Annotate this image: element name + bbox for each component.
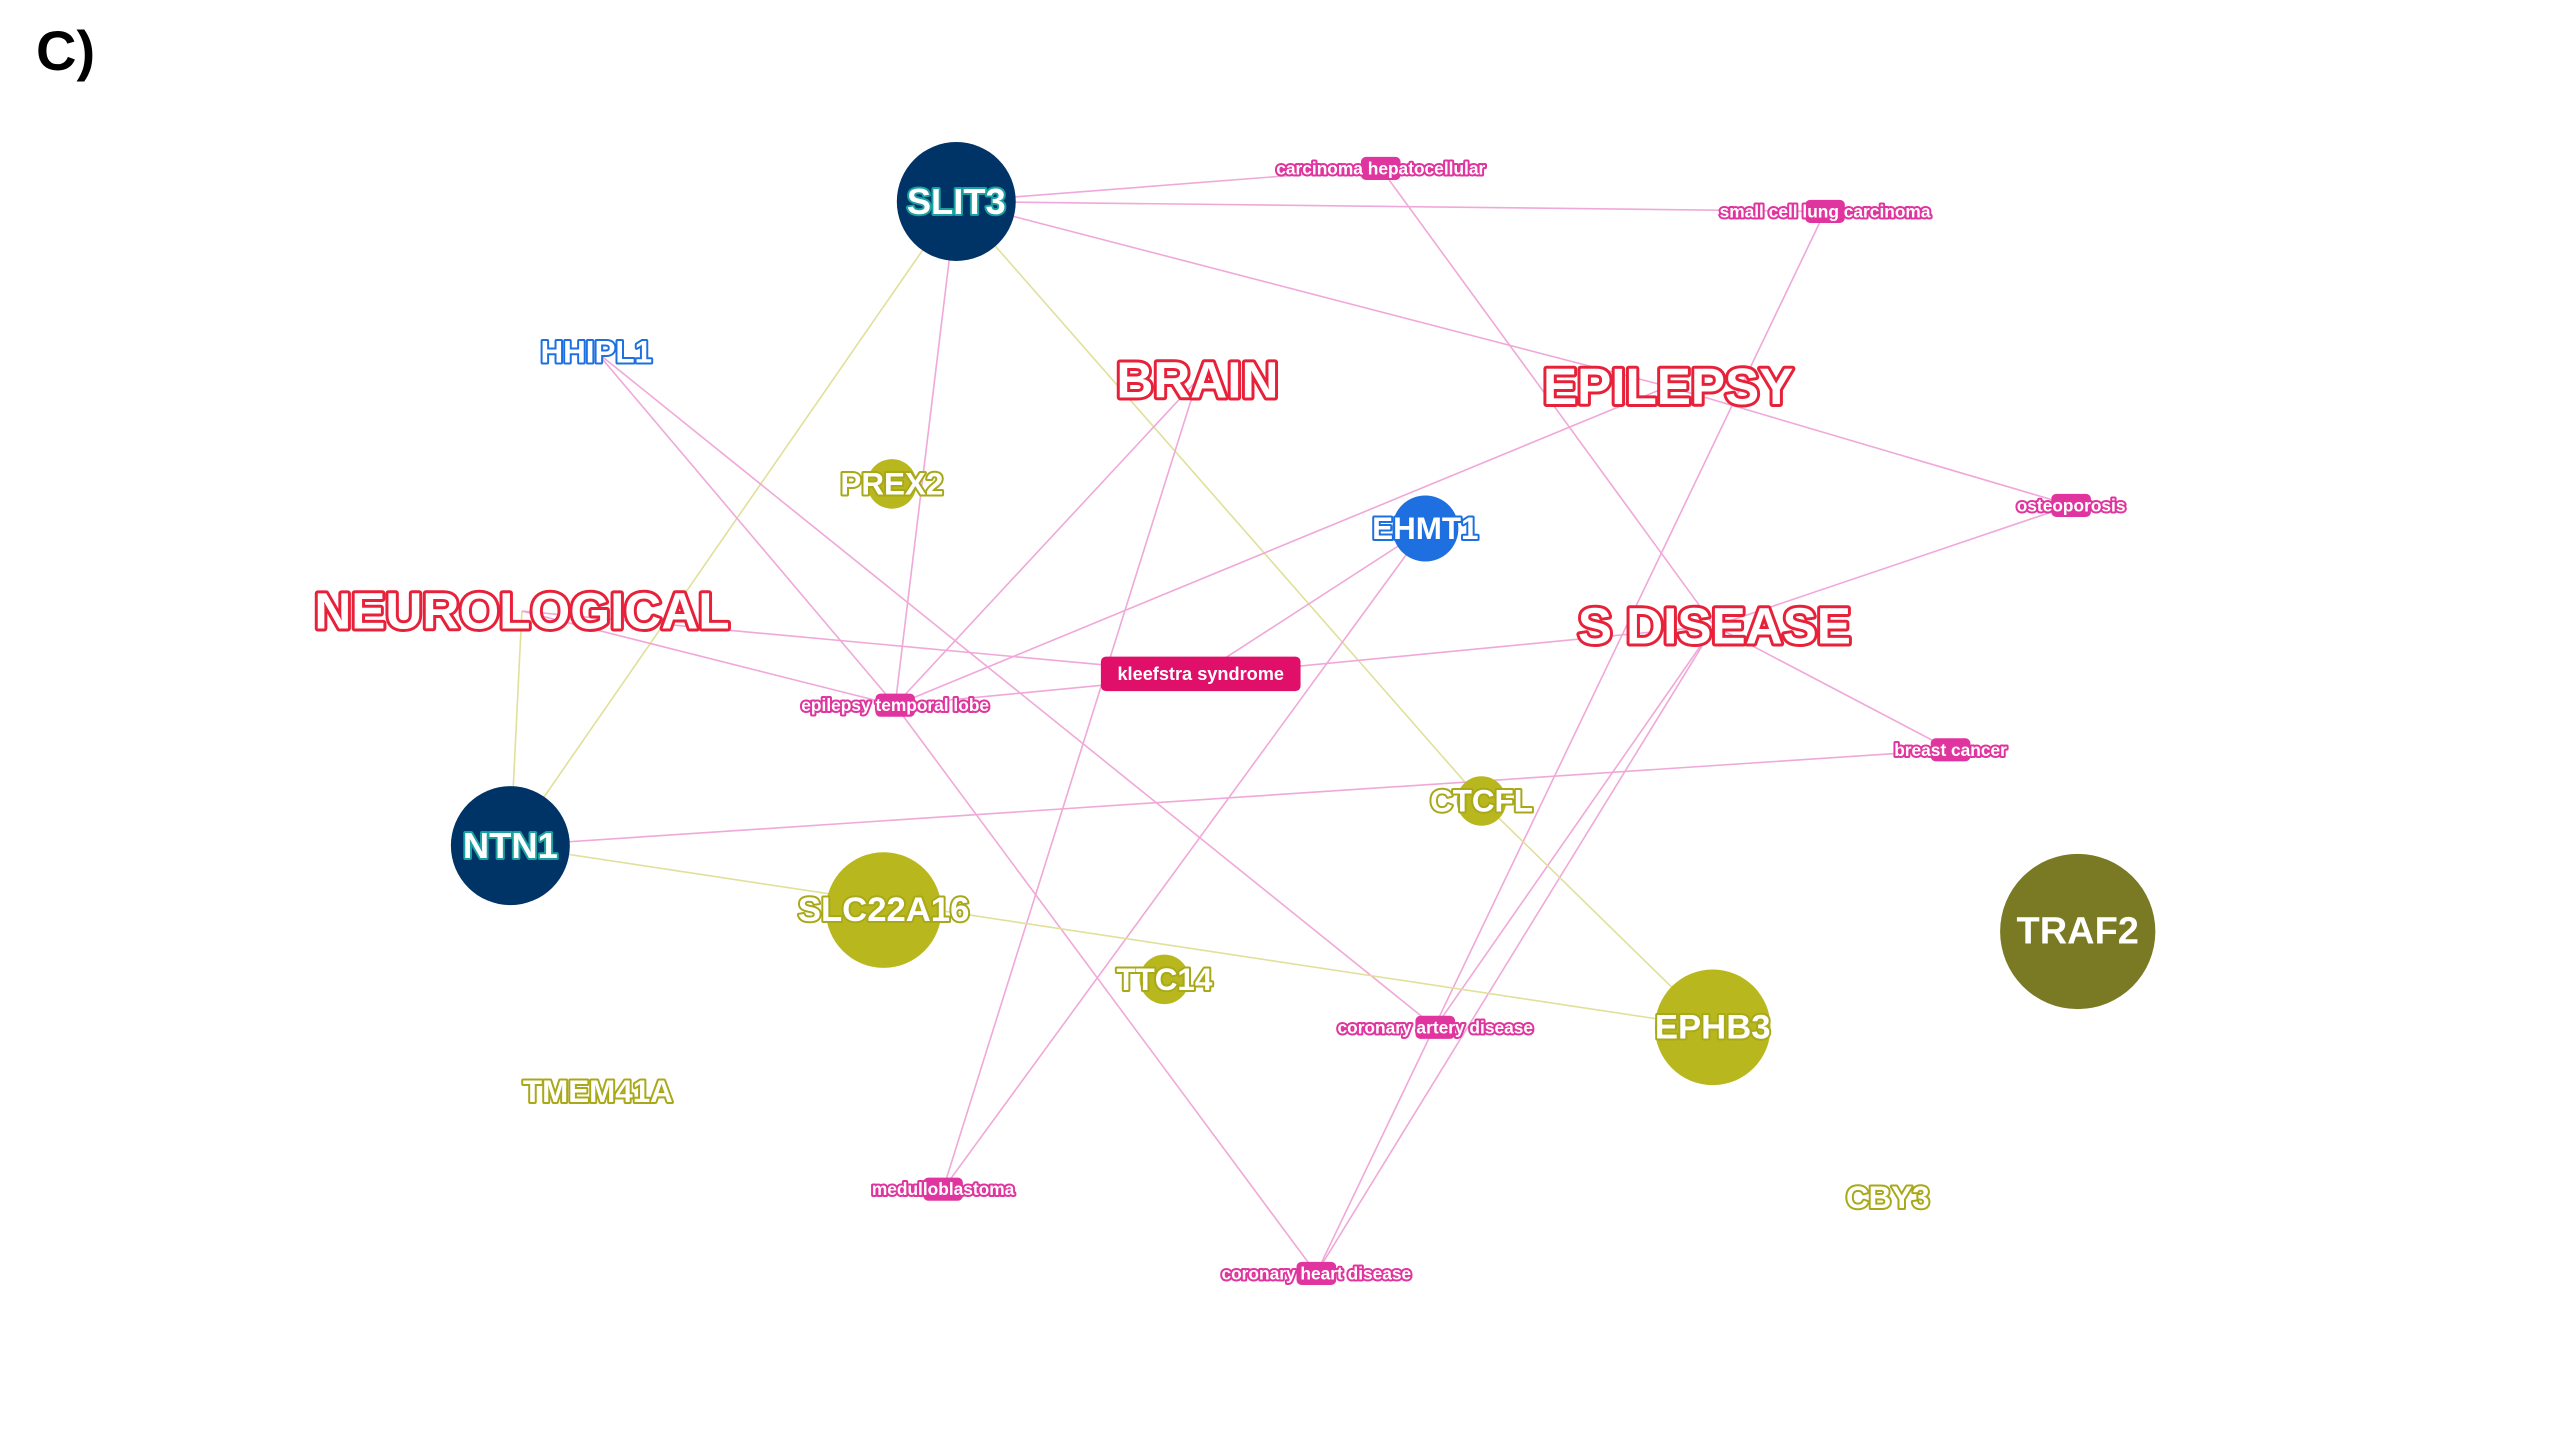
node-epilepsy[interactable]: EPILEPSY — [1540, 355, 1796, 418]
node-ttc14[interactable]: TTC14 — [1114, 954, 1215, 1005]
node-marker — [1100, 656, 1301, 692]
node-circle — [867, 459, 917, 509]
edge-sdisease-breast — [1714, 625, 1951, 751]
node-hhipl1[interactable]: HHIPL1 — [538, 332, 654, 371]
node-label: TMEM41A — [523, 1074, 673, 1109]
node-label: epilepsy temporal lobe — [801, 695, 989, 715]
node-prex2[interactable]: PREX2 — [838, 459, 945, 509]
node-marker — [923, 1177, 963, 1201]
node-marker — [1360, 156, 1401, 181]
node-sclc[interactable]: small cell lung carcinoma — [1718, 199, 1933, 223]
edge-slit3-sclc — [956, 200, 1826, 213]
node-label: TRAF2 — [2017, 911, 2139, 953]
node-circle — [896, 142, 1016, 261]
node-ntn1[interactable]: NTN1 — [450, 786, 570, 906]
node-slit3[interactable]: SLIT3 — [896, 142, 1016, 261]
node-epilepsy-tl[interactable]: epilepsy temporal lobe — [799, 693, 991, 717]
node-sdisease[interactable]: S DISEASE — [1575, 594, 1854, 657]
edge-epilepsy-tl-neurological — [521, 610, 896, 707]
edge-epilepsy-tl-chd — [894, 704, 1317, 1274]
edge-hhipl1-epilepsy-tl — [595, 351, 896, 706]
node-tmem41a[interactable]: TMEM41A — [521, 1072, 675, 1111]
edge-slit3-ctcfl — [955, 200, 1483, 802]
node-marker — [2051, 493, 2091, 517]
node-label: PREX2 — [840, 466, 943, 501]
node-label: kleefstra syndrome — [1117, 664, 1284, 684]
node-marker — [1930, 738, 1971, 762]
edge-sclc-chd — [1315, 211, 1826, 1274]
edge-epilepsy-epilepsy-tl — [894, 385, 1669, 706]
node-circle — [1654, 969, 1771, 1086]
edge-slit3-carcinoma — [956, 167, 1381, 203]
node-label: EHMT1 — [1372, 511, 1478, 546]
node-traf2[interactable]: TRAF2 — [2000, 853, 2156, 1010]
edge-ntn1-ephb3 — [510, 844, 1713, 1029]
node-label: osteoporosis — [2017, 495, 2126, 515]
edge-ehmt1-medullo — [942, 528, 1426, 1190]
edge-brain-medullo — [942, 379, 1199, 1190]
node-neurological[interactable]: NEUROLOGICAL — [311, 580, 732, 643]
edge-brain-epilepsy-tl — [894, 379, 1199, 706]
edge-slit3-ntn1 — [509, 201, 957, 847]
node-label: NEUROLOGICAL — [314, 583, 729, 640]
node-brain[interactable]: BRAIN — [1113, 348, 1281, 411]
node-label: SLIT3 — [907, 181, 1006, 222]
node-label: EPILEPSY — [1543, 358, 1793, 415]
node-circle — [2000, 853, 2156, 1010]
node-medullo[interactable]: medulloblastoma — [870, 1177, 1017, 1201]
node-circle — [825, 852, 942, 968]
edge-neurological-kleefstra — [521, 610, 1201, 675]
node-circle — [450, 786, 570, 906]
node-label: CTCFL — [1430, 784, 1533, 819]
edge-ntn1-breast — [510, 749, 1951, 847]
node-label: coronary artery disease — [1337, 1017, 1533, 1037]
edge-slit3-epilepsy — [956, 200, 1669, 388]
edge-epilepsy-tl-sdisease — [895, 625, 1715, 707]
node-label: SLC22A16 — [798, 891, 970, 929]
node-label: medulloblastoma — [872, 1179, 1015, 1199]
edge-sdisease-cad — [1434, 625, 1716, 1028]
edge-sdisease-chd — [1315, 625, 1716, 1274]
node-osteoporosis[interactable]: osteoporosis — [2015, 493, 2128, 517]
node-carcinoma[interactable]: carcinoma hepatocellular — [1274, 156, 1487, 181]
node-marker — [1296, 1261, 1337, 1285]
node-circle — [1392, 495, 1459, 562]
node-ctcfl[interactable]: CTCFL — [1428, 776, 1535, 826]
node-label: NTN1 — [463, 825, 558, 866]
node-label: HHIPL1 — [540, 334, 652, 369]
node-circle — [1456, 776, 1507, 826]
node-cby3[interactable]: CBY3 — [1844, 1178, 1932, 1217]
edge-epilepsy-osteoporosis — [1667, 385, 2072, 507]
node-ephb3[interactable]: EPHB3 — [1653, 969, 1773, 1086]
node-label: BRAIN — [1116, 351, 1278, 408]
node-label: small cell lung carcinoma — [1720, 201, 1931, 221]
node-circle — [1139, 954, 1190, 1005]
node-label: breast cancer — [1894, 740, 2007, 760]
edge-hhipl1-cad — [595, 351, 1436, 1028]
node-label: carcinoma hepatocellular — [1276, 158, 1485, 178]
panel-label: C) — [36, 19, 96, 82]
node-breast[interactable]: breast cancer — [1892, 738, 2009, 762]
edge-ehmt1-kleefstra — [1200, 527, 1426, 675]
node-label: coronary heart disease — [1221, 1263, 1411, 1283]
node-ehmt1[interactable]: EHMT1 — [1370, 495, 1481, 562]
node-slc22a16[interactable]: SLC22A16 — [796, 852, 971, 968]
node-marker — [1415, 1015, 1456, 1039]
node-marker — [1805, 199, 1845, 223]
node-label: S DISEASE — [1578, 597, 1851, 654]
edge-sdisease-osteoporosis — [1714, 504, 2072, 627]
edges-layer — [509, 167, 2072, 1274]
edge-carcinoma-sdisease — [1380, 167, 1716, 627]
node-chd[interactable]: coronary heart disease — [1219, 1261, 1413, 1285]
edge-slit3-epilepsy-tl — [894, 201, 958, 706]
node-label: EPHB3 — [1655, 1008, 1771, 1046]
node-label: TTC14 — [1116, 962, 1212, 997]
node-marker — [875, 693, 915, 717]
node-kleefstra[interactable]: kleefstra syndrome — [1100, 656, 1301, 692]
node-cad[interactable]: coronary artery disease — [1335, 1015, 1535, 1039]
node-label: CBY3 — [1846, 1180, 1930, 1215]
